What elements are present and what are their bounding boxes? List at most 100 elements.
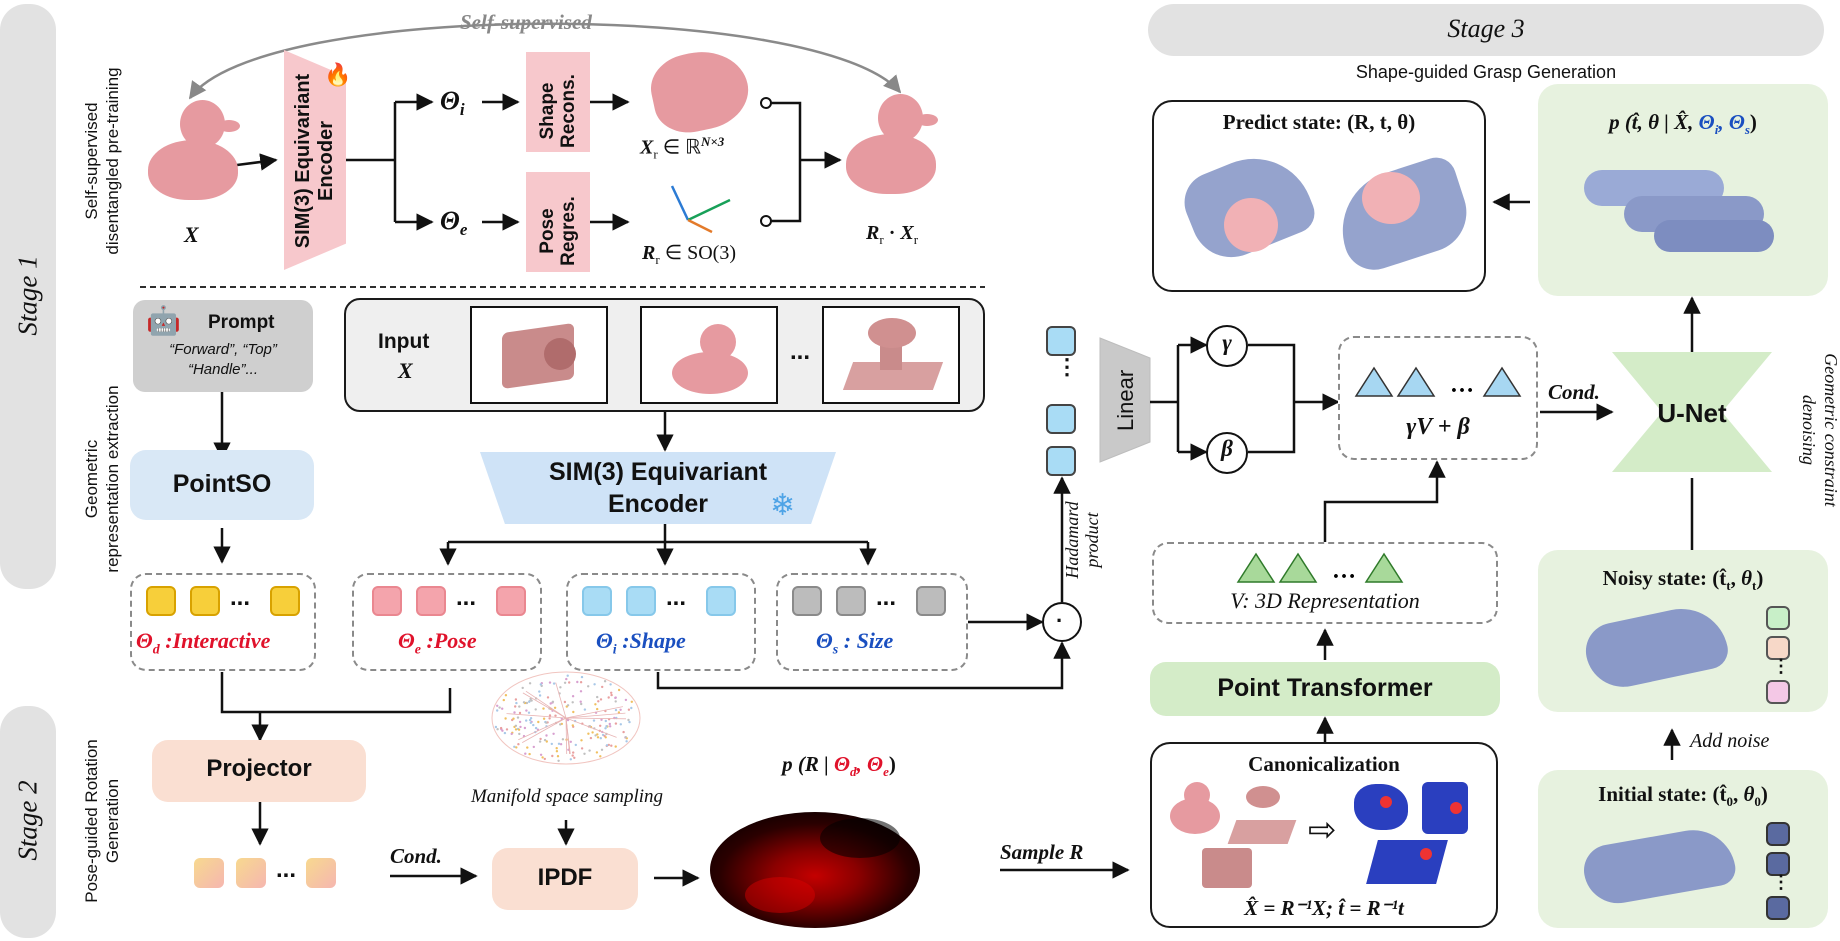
- sample-point: [604, 719, 607, 723]
- theta-d-text: :Interactive: [165, 628, 271, 653]
- sample-point: [523, 726, 527, 730]
- pdf-title-p: p (R |: [782, 752, 829, 776]
- sample-point: [525, 719, 528, 722]
- sample-point: [528, 752, 531, 756]
- sample-point: [566, 674, 569, 677]
- distribution-title: p (t̂, θ | X̂, Θi, Θs): [1609, 110, 1757, 138]
- fused-token: [1046, 404, 1076, 434]
- sample-point: [597, 700, 600, 703]
- sample-point: [599, 755, 602, 758]
- sample-point: [624, 736, 627, 739]
- pdf-title: p (R | Θd, Θe): [782, 752, 896, 780]
- sample-point: [525, 701, 529, 705]
- sample-point: [627, 718, 630, 722]
- point-transformer-label: Point Transformer: [1217, 674, 1433, 702]
- sample-point: [580, 702, 583, 706]
- rr-sub: r: [655, 252, 660, 267]
- prompt-text-line2: “Handle”...: [187, 361, 259, 378]
- sample-point: [572, 751, 575, 754]
- theta-s-label: Θs : Size: [816, 628, 893, 658]
- sample-point: [534, 726, 538, 730]
- sample-point: [545, 721, 548, 724]
- grasped-duck-2: [1362, 172, 1420, 224]
- prompt-text: “Forward”, “Top” “Handle”...: [133, 340, 313, 380]
- rr-label: Rr ∈ SO(3): [642, 240, 736, 268]
- sample-point: [543, 757, 546, 761]
- sample-point: [504, 717, 507, 720]
- sample-point: [603, 680, 607, 683]
- sample-point: [501, 729, 504, 732]
- theta-e-top-sub: e: [459, 220, 468, 240]
- theta-d-label: Θd :Interactive: [136, 628, 270, 658]
- sample-ray: [522, 717, 567, 743]
- sample-point: [543, 738, 547, 742]
- add-noise-label: Add noise: [1690, 730, 1770, 752]
- ipdf-box: [492, 848, 638, 910]
- sample-point: [579, 681, 583, 684]
- sample-point: [538, 690, 541, 693]
- sample-ray: [518, 717, 567, 741]
- geo-side-line2: representation extraction: [103, 385, 122, 573]
- sample-ray: [565, 712, 626, 719]
- sample-point: [599, 698, 603, 701]
- theta-i-label: Θi :Shape: [596, 628, 686, 658]
- sample-point: [563, 700, 567, 704]
- sample-point: [519, 725, 522, 729]
- prompt-text-line1: “Forward”, “Top”: [169, 341, 277, 358]
- theta-e-text: :Pose: [426, 628, 477, 653]
- sample-point: [514, 698, 518, 701]
- sample-point: [518, 720, 522, 724]
- theta-e-top-sym: Θ: [440, 206, 460, 235]
- sample-point: [596, 695, 599, 699]
- stage2-side-line1: Pose-guided Rotation: [82, 739, 101, 903]
- noisy-state-title: Noisy state: (t̂t, θt): [1602, 566, 1764, 594]
- sample-point: [557, 759, 560, 762]
- sample-point: [528, 682, 532, 685]
- film-box: [1338, 336, 1538, 460]
- fused-token: [1046, 446, 1076, 476]
- axes-icon: [670, 185, 731, 234]
- hadamard-dot: ·: [1056, 608, 1064, 633]
- canon-objects-before: [1166, 780, 1306, 890]
- sample-point: [571, 724, 574, 727]
- sample-point: [608, 722, 611, 726]
- sample-point: [527, 711, 531, 714]
- stage3-subtitle: Shape-guided Grasp Generation: [1355, 62, 1617, 82]
- xr-in: ∈ ℝ: [657, 136, 701, 159]
- svg-text:…: …: [1450, 372, 1474, 398]
- theta-e-top: Θe: [440, 206, 467, 240]
- theta-i-text: :Shape: [622, 628, 686, 653]
- sample-point: [513, 711, 516, 714]
- sample-point: [580, 675, 584, 679]
- sample-point: [610, 744, 613, 747]
- initial-state-title: Initial state: (t̂0, θ0): [1598, 782, 1768, 810]
- linear-label: Linear: [1113, 369, 1138, 431]
- sample-point: [548, 717, 551, 720]
- sample-point: [603, 734, 606, 738]
- sample-point: [515, 746, 518, 749]
- sample-point: [580, 747, 584, 750]
- sample-point: [518, 711, 522, 715]
- initial-state-text: Initial state: (t̂: [1598, 782, 1727, 806]
- film-label: γV + β: [1406, 414, 1470, 440]
- sample-point: [589, 736, 593, 740]
- sample-ray: [565, 717, 571, 754]
- sample-ray: [522, 692, 567, 719]
- camera-thumb: [470, 306, 608, 404]
- sample-point: [516, 716, 520, 719]
- stage3-cond: Cond.: [1548, 380, 1600, 404]
- theta-s-sym: Θs: [816, 628, 839, 658]
- gamma-label: γ: [1222, 330, 1232, 355]
- sample-point: [572, 710, 575, 714]
- sample-point: [617, 711, 621, 714]
- theta-e-ellipsis: ...: [456, 584, 477, 611]
- sample-point: [532, 723, 535, 727]
- sim3-encoder-label: SIM(3) Equivariant Encoder: [480, 456, 836, 520]
- fire-icon: 🔥: [324, 62, 352, 87]
- pointso-label: PointSO: [172, 470, 272, 498]
- film-tokens: …: [1354, 366, 1522, 398]
- point-transformer-box: [1150, 662, 1500, 716]
- stage1-label: Stage 1: [12, 255, 43, 336]
